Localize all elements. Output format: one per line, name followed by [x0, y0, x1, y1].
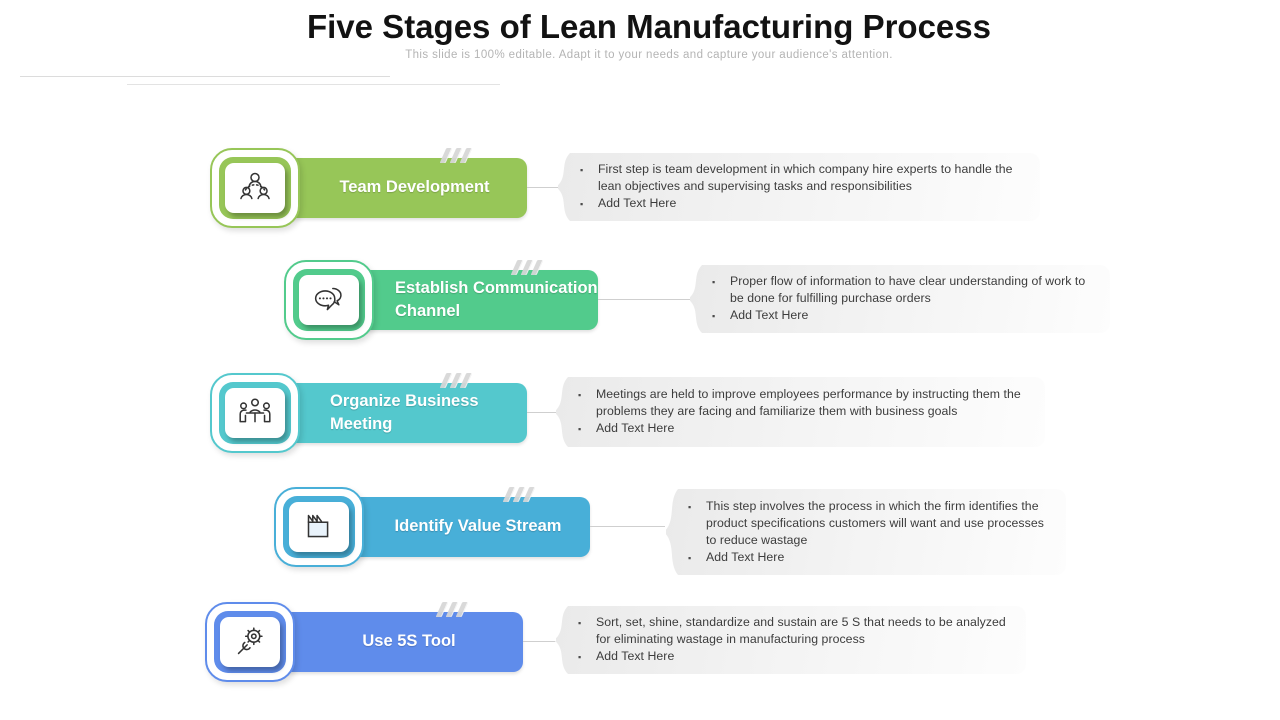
stage-row-organize-meeting: Organize Business Meeting [0, 373, 1280, 459]
bullet-square-icon: ▪ [712, 277, 716, 287]
bullet-square-icon: ▪ [578, 618, 582, 628]
bullet-text: Add Text Here [596, 649, 675, 663]
stage-title: Team Development [339, 178, 490, 197]
stage-row-establish-communication: Establish Communication Channel [0, 260, 1280, 346]
bullet-item: ▪ Add Text Here [688, 549, 1052, 567]
stage-title: Identify Value Stream [394, 517, 562, 536]
slashes-icon [439, 148, 473, 163]
bullet-item: ▪ Add Text Here [712, 307, 1096, 325]
bullet-text: Sort, set, shine, standardize and sustai… [596, 615, 1006, 646]
connector-line [527, 187, 558, 188]
page-subtitle: This slide is 100% editable. Adapt it to… [405, 49, 893, 61]
stage-description-box: ▪ Proper flow of information to have cle… [689, 265, 1110, 333]
gear-wrench-icon [237, 627, 263, 655]
meeting-icon [239, 398, 271, 423]
stage-title: Use 5S Tool [362, 632, 456, 651]
stage-icon-tile [205, 602, 295, 682]
brace-connector [555, 377, 568, 447]
bullet-square-icon: ▪ [712, 311, 716, 321]
bullet-square-icon: ▪ [580, 199, 584, 209]
slashes-icon [435, 602, 469, 617]
bullet-text: Add Text Here [598, 196, 677, 210]
bullet-item: ▪ Add Text Here [580, 195, 1026, 213]
connector-line [527, 412, 556, 413]
bullet-square-icon: ▪ [688, 501, 692, 512]
stage-description-box: ▪ This step involves the process in whic… [665, 489, 1066, 575]
bullet-square-icon: ▪ [688, 552, 692, 563]
brace-connector [555, 606, 568, 674]
brace-connector [689, 265, 702, 333]
connector-line [598, 299, 690, 300]
brace-connector [665, 489, 678, 575]
slashes-icon [502, 487, 536, 502]
bullet-item: ▪ Add Text Here [578, 420, 1031, 438]
connector-line [590, 526, 666, 527]
bullet-text: Add Text Here [596, 421, 675, 435]
slide-header: Five Stages of Lean Manufacturing Proces… [0, 8, 1280, 61]
slashes-icon [510, 260, 544, 275]
bullet-item: ▪ First step is team development in whic… [580, 161, 1026, 195]
underline-rule-2 [127, 84, 500, 85]
factory-icon [307, 514, 329, 538]
bullet-square-icon: ▪ [578, 390, 582, 400]
bullet-item: ▪ Proper flow of information to have cle… [712, 273, 1096, 307]
stage-icon-tile [210, 373, 300, 453]
stage-icon-tile [210, 148, 300, 228]
bullet-text: Meetings are held to improve employees p… [596, 387, 1021, 418]
bullet-square-icon: ▪ [580, 165, 584, 175]
bullet-text: This step involves the process in which … [706, 498, 1044, 547]
underline-rule-1 [20, 76, 390, 77]
stage-description-box: ▪ Sort, set, shine, standardize and sust… [555, 606, 1026, 674]
brace-connector [557, 153, 570, 221]
bullet-text: First step is team development in which … [598, 162, 1013, 193]
slashes-icon [439, 373, 473, 388]
page-title: Five Stages of Lean Manufacturing Proces… [306, 8, 991, 45]
bullet-square-icon: ▪ [578, 424, 582, 434]
bullet-item: ▪ Add Text Here [578, 648, 1012, 666]
bullet-item: ▪ This step involves the process in whic… [688, 498, 1052, 549]
stage-icon-tile [284, 260, 374, 340]
bullet-text: Add Text Here [706, 549, 785, 564]
bullet-text: Add Text Here [730, 308, 809, 322]
bullet-item: ▪ Sort, set, shine, standardize and sust… [578, 614, 1012, 648]
stage-row-team-development: Team Development ▪ [0, 148, 1280, 234]
stage-row-identify-value-stream: Identify Value Stream ▪ This step involv… [0, 487, 1280, 575]
connector-line [523, 641, 556, 642]
stage-icon-tile [274, 487, 364, 567]
team-icon [240, 172, 270, 200]
stage-description-box: ▪ First step is team development in whic… [557, 153, 1040, 221]
stage-title: Establish Communication Channel [395, 278, 598, 320]
stage-title: Organize Business Meeting [330, 391, 479, 433]
bullet-text: Proper flow of information to have clear… [730, 274, 1086, 305]
bullet-square-icon: ▪ [578, 652, 582, 662]
stage-row-use-5s-tool: Use 5S Tool ▪ Sort, set, shine, s [0, 602, 1280, 688]
chat-bubbles-icon [314, 287, 342, 311]
stage-description-box: ▪ Meetings are held to improve employees… [555, 377, 1045, 447]
bullet-item: ▪ Meetings are held to improve employees… [578, 386, 1031, 420]
